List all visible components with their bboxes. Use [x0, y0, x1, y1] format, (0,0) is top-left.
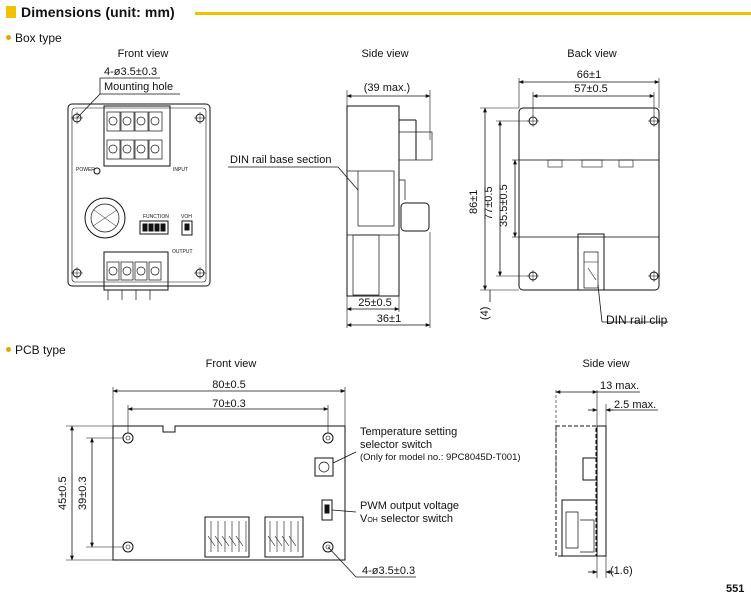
side-max-dimension: (39 max.)	[363, 82, 411, 94]
pcb-dimension-13: 13 max.	[600, 380, 640, 392]
din-rail-clip-label: DIN rail clip	[606, 313, 668, 327]
side-dimension-36: 36±1	[376, 313, 402, 325]
pcb-dimension-1-6: (1.6)	[610, 565, 633, 577]
header-rule	[195, 12, 751, 15]
temp-switch-label-1: Temperature setting	[360, 426, 458, 438]
bullet-icon	[6, 347, 11, 352]
voh-subscript: OH	[367, 517, 378, 524]
pcb-dimension-70: 70±0.3	[212, 398, 246, 410]
box-type-heading-text: Box type	[15, 31, 62, 45]
box-back-drawing	[480, 78, 668, 323]
output-label: OUTPUT	[172, 249, 193, 255]
box-hole-dimension: 4-ø3.5±0.3	[104, 66, 158, 78]
box-type-heading: Box type	[6, 31, 62, 45]
pcb-type-heading-text: PCB type	[15, 343, 66, 357]
box-front-view-label: Front view	[117, 48, 169, 60]
section-title: Dimensions (unit: mm)	[21, 4, 175, 20]
page-number: 551	[726, 583, 745, 595]
back-dimension-86: 86±1	[468, 189, 480, 214]
input-label: INPUT	[173, 167, 188, 173]
pcb-front-view-label: Front view	[205, 358, 257, 370]
temp-switch-label-2: selector switch	[360, 439, 433, 451]
din-rail-base-label: DIN rail base section	[230, 154, 332, 166]
box-side-view-label: Side view	[361, 48, 409, 60]
box-back-view-label: Back view	[567, 48, 617, 60]
pcb-side-drawing	[555, 390, 658, 578]
voh-label: VOH	[181, 214, 192, 220]
pcb-dimension-45: 45±0.5	[57, 476, 69, 510]
mounting-hole-label: Mounting hole	[104, 81, 174, 93]
back-dimension-66: 66±1	[576, 69, 602, 81]
side-dimension-25: 25±0.5	[358, 297, 392, 309]
pwm-switch-label-2: VOH selector switch	[360, 513, 453, 525]
function-label: FUNCTION	[143, 214, 169, 220]
bullet-icon	[6, 35, 11, 40]
header-marker	[6, 6, 16, 18]
pcb-front-drawing	[66, 387, 416, 578]
section-header: Dimensions (unit: mm)	[0, 4, 751, 22]
voh-v: V	[360, 513, 368, 525]
back-dimension-35-5: 35.5±0.5	[498, 184, 510, 227]
power-label: POWER	[76, 167, 95, 173]
pcb-dimension-2-5: 2.5 max.	[614, 399, 657, 411]
pcb-side-view-label: Side view	[582, 358, 630, 370]
voh-suffix: selector switch	[377, 513, 454, 525]
box-side-drawing	[228, 90, 433, 328]
pcb-dimension-80: 80±0.5	[212, 379, 246, 391]
back-dimension-77: 77±0.5	[483, 186, 495, 220]
pcb-type-heading: PCB type	[6, 343, 66, 357]
back-dimension-4: (4)	[479, 306, 491, 320]
pwm-switch-label-1: PWM output voltage	[360, 500, 460, 512]
pcb-hole-dimension: 4-ø3.5±0.3	[362, 565, 416, 577]
temp-switch-note: (Only for model no.: 9PC8045D-T001)	[360, 452, 521, 463]
back-dimension-57: 57±0.5	[574, 83, 608, 95]
pcb-dimension-39: 39±0.3	[77, 476, 89, 510]
box-front-drawing	[67, 77, 211, 300]
